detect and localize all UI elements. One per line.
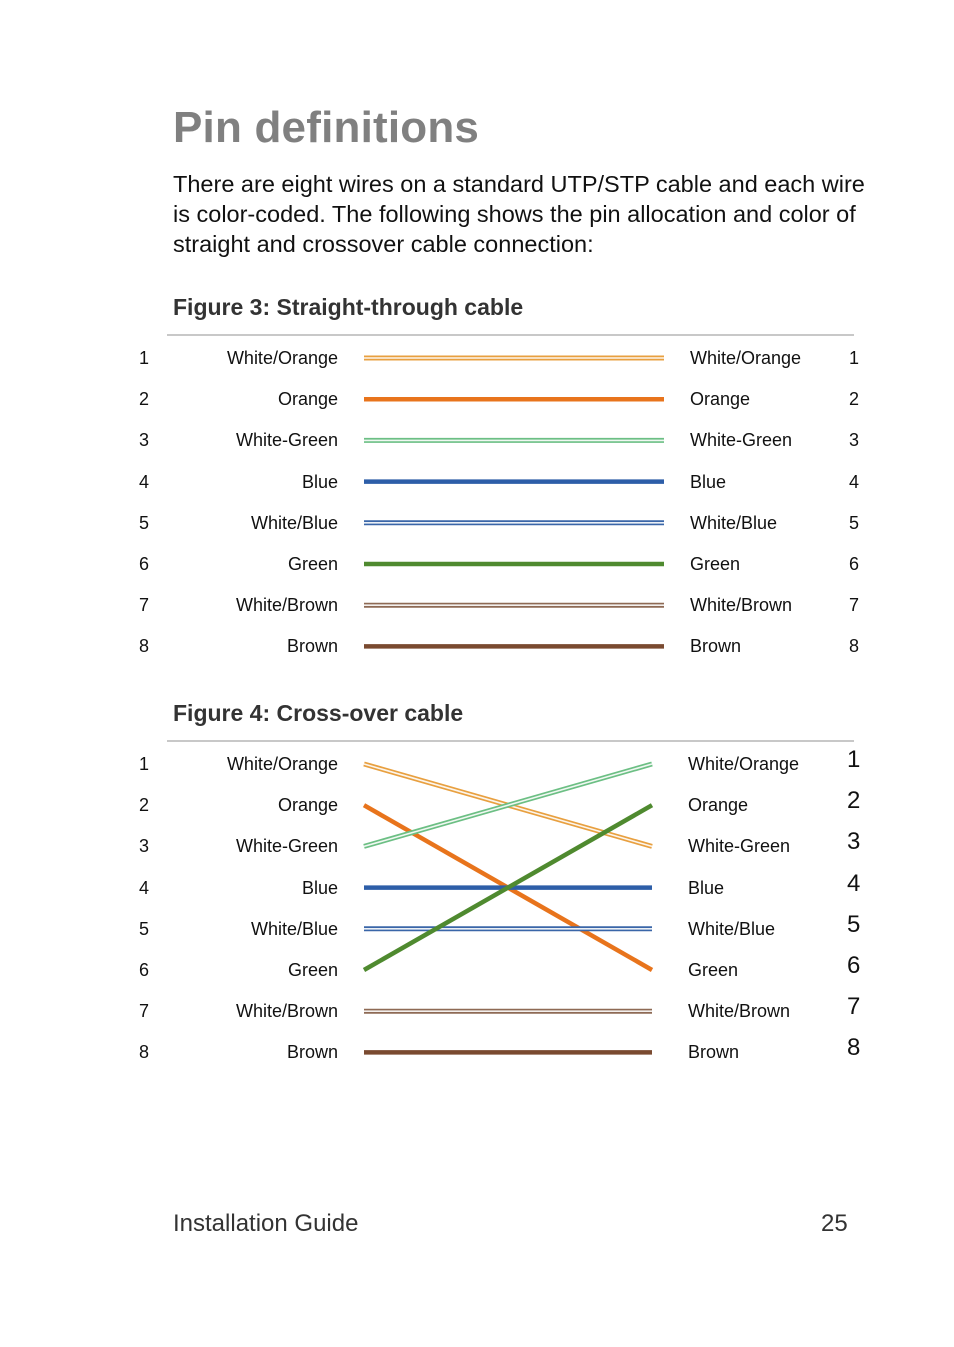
crossover-left-label-3: White-Green: [235, 836, 338, 857]
straight-right-pin-7: 7: [849, 595, 860, 616]
straight-right-label-3: White-Green: [690, 430, 793, 451]
figure-4-divider: [167, 740, 854, 742]
straight-left-pin-3: 3: [139, 430, 150, 451]
crossover-left-label-7: White/Brown: [235, 1001, 338, 1022]
crossover-right-label-1: White/Orange: [688, 754, 800, 774]
crossover-right-label-8: Brown: [688, 1042, 740, 1063]
straight-right-label-2: Orange: [690, 389, 751, 410]
crossover-left-label-2: Orange: [277, 795, 338, 816]
crossover-right-label-3: White-Green: [688, 836, 791, 857]
figure-3-caption: Figure 3: Straight-through cable: [173, 294, 524, 320]
crossover-right-pin-3: 3: [847, 828, 861, 856]
straight-left-pin-5: 5: [139, 512, 150, 533]
crossover-right-pin-2: 2: [847, 787, 861, 815]
crossover-right-label-4: Blue: [688, 877, 725, 898]
footer-page-number: 25: [821, 1210, 848, 1237]
crossover-right-pin-5: 5: [847, 910, 861, 938]
straight-left-label-8: Brown: [286, 636, 338, 657]
straight-right-pin-1: 1: [849, 348, 860, 368]
straight-wires: [364, 355, 664, 649]
crossover-right-label-2: Orange: [688, 795, 749, 816]
crossover-right-label-5: White/Blue: [688, 918, 776, 939]
crossover-left-pin-8: 8: [139, 1042, 150, 1063]
figure-3-divider: [167, 334, 854, 336]
straight-left-label-2: Orange: [277, 389, 338, 410]
straight-right-label-6: Green: [690, 554, 741, 574]
straight-left-pin-1: 1: [139, 348, 150, 368]
straight-right-pin-5: 5: [849, 512, 860, 533]
crossover-left-label-5: White/Blue: [250, 918, 338, 939]
crossover-wire-3: [363, 761, 653, 849]
footer-guide-title: Installation Guide: [173, 1210, 359, 1237]
straight-right-pin-2: 2: [849, 389, 860, 410]
crossover-left-label-8: Brown: [286, 1042, 338, 1063]
crossover-left-pin-1: 1: [139, 754, 150, 774]
straight-right-label-8: Brown: [690, 636, 742, 657]
crossover-left-pin-6: 6: [139, 960, 150, 980]
crossover-left-pin-5: 5: [139, 918, 150, 939]
straight-left-label-4: Blue: [301, 471, 338, 492]
figure-4-caption: Figure 4: Cross-over cable: [173, 700, 464, 726]
crossover-right-label-6: Green: [688, 960, 739, 980]
straight-right-pin-6: 6: [849, 554, 860, 574]
straight-left-pin-2: 2: [139, 389, 150, 410]
straight-right-pin-8: 8: [849, 636, 860, 657]
page-title: Pin definitions: [173, 103, 480, 152]
straight-right-label-4: Blue: [690, 471, 727, 492]
straight-right-pin-4: 4: [849, 471, 860, 492]
crossover-wires: [362, 761, 654, 1055]
straight-left-pin-8: 8: [139, 636, 150, 657]
crossover-right-pin-8: 8: [847, 1034, 861, 1062]
crossover-left-label-1: White/Orange: [226, 754, 338, 774]
crossover-left-pin-7: 7: [139, 1001, 150, 1022]
straight-left-label-7: White/Brown: [235, 595, 338, 616]
crossover-right-pin-6: 6: [847, 952, 861, 979]
straight-right-label-1: White/Orange: [690, 348, 802, 368]
straight-right-label-5: White/Blue: [690, 512, 778, 533]
crossover-left-pin-4: 4: [139, 877, 150, 898]
crossover-left-pin-3: 3: [139, 836, 150, 857]
crossover-left-pin-2: 2: [139, 795, 150, 816]
straight-right-pin-3: 3: [849, 430, 860, 451]
intro-paragraph: There are eight wires on a standard UTP/…: [173, 171, 865, 257]
crossover-right-pin-4: 4: [847, 869, 861, 897]
crossover-right-pin-1: 1: [847, 746, 861, 773]
straight-left-label-6: Green: [287, 554, 338, 574]
straight-left-pin-6: 6: [139, 554, 150, 574]
crossover-right-label-7: White/Brown: [688, 1001, 791, 1022]
crossover-wire-6: [362, 803, 654, 972]
straight-left-label-1: White/Orange: [226, 348, 338, 368]
crossover-left-label-6: Green: [287, 960, 338, 980]
straight-left-pin-4: 4: [139, 471, 150, 492]
straight-left-label-3: White-Green: [235, 430, 338, 451]
straight-left-label-5: White/Blue: [250, 512, 338, 533]
straight-left-pin-7: 7: [139, 595, 150, 616]
crossover-right-pin-7: 7: [847, 993, 861, 1021]
straight-right-label-7: White/Brown: [690, 595, 793, 616]
crossover-left-label-4: Blue: [301, 877, 338, 898]
